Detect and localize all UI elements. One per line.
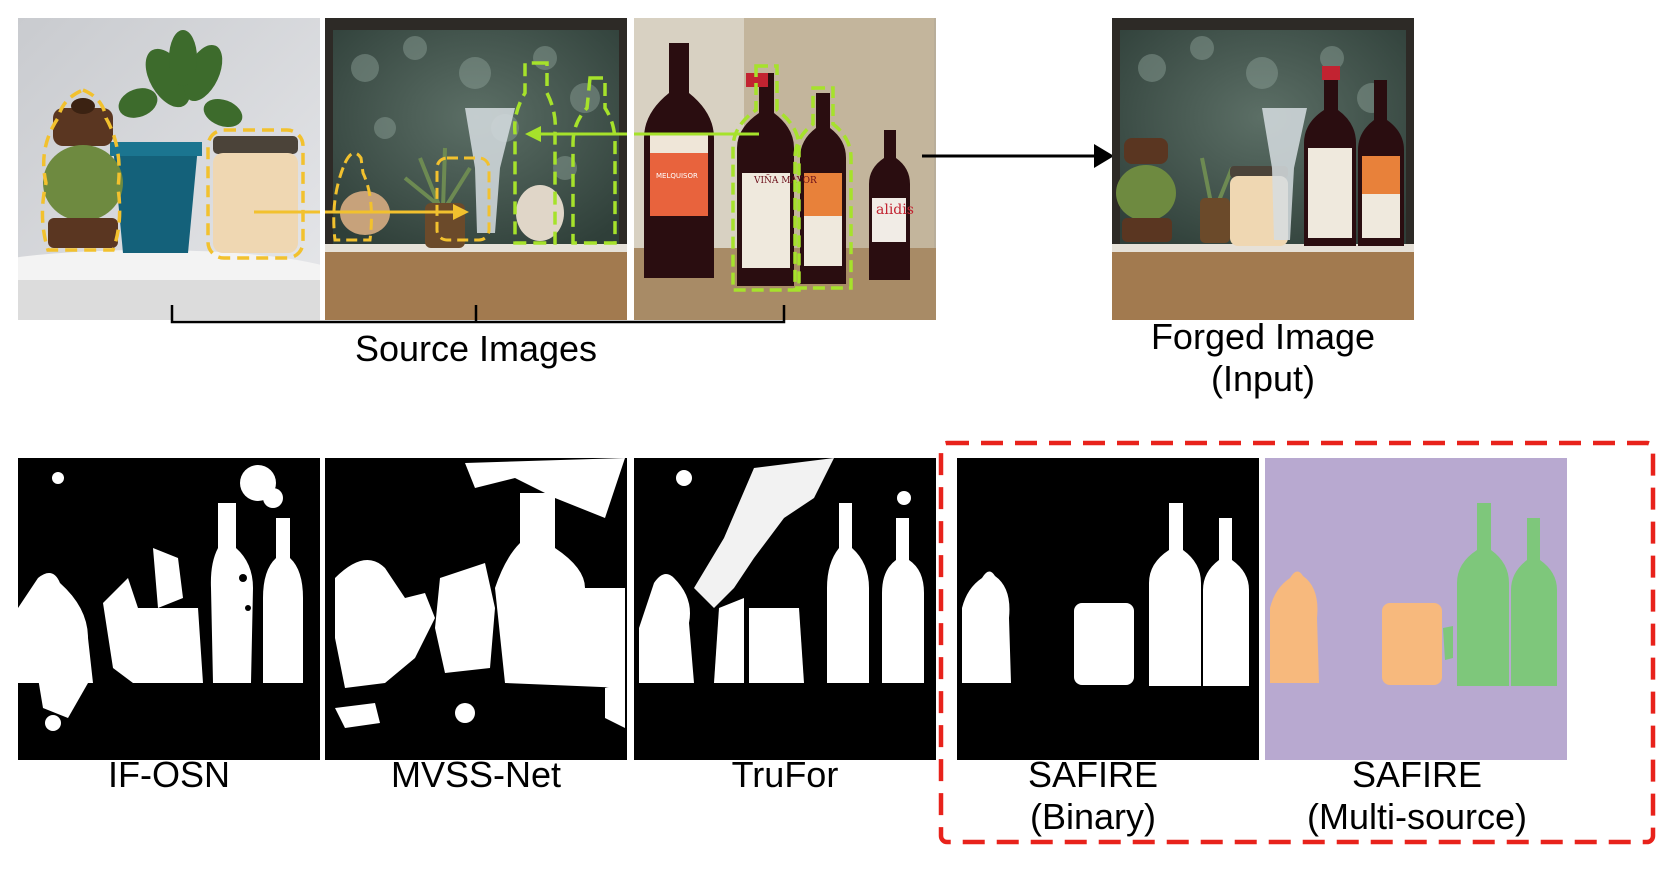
- arrow-to-forged: [922, 144, 1114, 168]
- caption-safire-binary: SAFIRE (Binary): [942, 754, 1244, 838]
- forged-label-line1: Forged Image: [1150, 316, 1376, 357]
- method-variant: (Multi-source): [1306, 796, 1528, 837]
- mask-mvss-net: [325, 458, 627, 760]
- wine-label-brand: VIÑA MAYOR: [753, 174, 817, 186]
- source-image-1: [18, 18, 320, 320]
- forged-image-label: Forged Image (Input): [1080, 316, 1446, 400]
- wine-label-other: MELQUISOR: [656, 172, 698, 180]
- caption-if-osn: IF-OSN: [18, 754, 320, 796]
- caption-mvss-net: MVSS-Net: [325, 754, 627, 796]
- method-name: SAFIRE: [1351, 754, 1483, 795]
- mask-trufor: [634, 458, 936, 760]
- method-variant: (Binary): [1029, 796, 1157, 837]
- caption-safire-multi-source: SAFIRE (Multi-source): [1252, 754, 1582, 838]
- highlight-box: [938, 440, 1656, 845]
- method-name: TruFor: [731, 754, 839, 795]
- method-name: IF-OSN: [108, 754, 230, 795]
- forged-label-line2: (Input): [1210, 358, 1316, 399]
- caption-trufor: TruFor: [634, 754, 936, 796]
- source-image-3: VIÑA MAYOR MELQUISOR alidis: [634, 18, 936, 320]
- wine-label-third: alidis: [876, 202, 914, 218]
- method-name: SAFIRE: [1027, 754, 1159, 795]
- method-name: MVSS-Net: [390, 754, 562, 795]
- source-images-label: Source Images: [354, 328, 598, 369]
- mask-safire-binary: [957, 458, 1259, 760]
- mask-if-osn: [18, 458, 320, 760]
- forged-image: [1112, 18, 1414, 320]
- source-image-2: [325, 18, 627, 320]
- mask-safire-multi-source: [1265, 458, 1567, 760]
